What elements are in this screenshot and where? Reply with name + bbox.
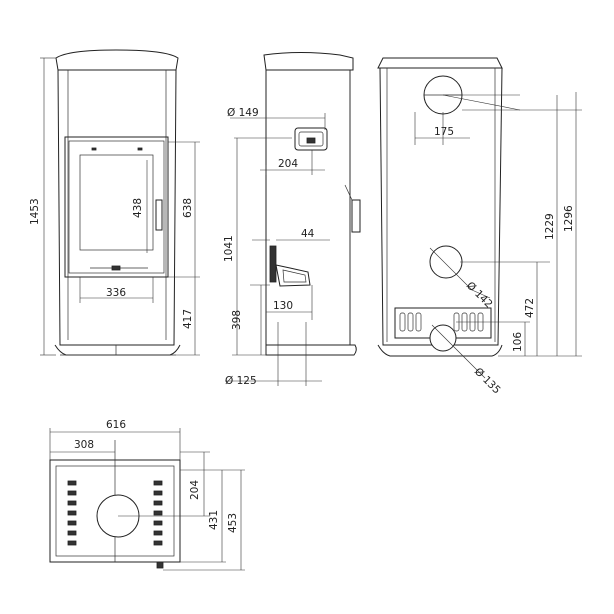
plan-slots-left	[67, 480, 77, 546]
plan-depth-a-label: 204	[189, 480, 201, 500]
side-top-width-label: 204	[278, 158, 298, 170]
rear-dimension-lines	[414, 92, 582, 379]
rear-offset-label: 175	[434, 126, 454, 138]
side-top-diameter-label: Ø 149	[227, 107, 259, 119]
plan-view	[49, 440, 181, 569]
plan-depth-c-label: 453	[227, 513, 239, 533]
side-view	[263, 52, 361, 356]
rear-height-a-label: 1229	[544, 213, 556, 240]
plan-half-width-label: 308	[74, 439, 94, 451]
rear-low-diameter-label: Ø 135	[472, 366, 503, 397]
door-height-label: 638	[182, 198, 194, 218]
plan-slots-right	[153, 480, 163, 546]
side-offset-label: 44	[301, 228, 315, 240]
glass-width-label: 336	[106, 287, 126, 299]
front-view	[54, 49, 181, 356]
side-bottom-diameter-label: Ø 125	[225, 375, 257, 387]
lower-height-label: 417	[182, 309, 194, 329]
plan-dimension-lines	[49, 428, 245, 571]
rear-mid-height-label: 472	[524, 298, 536, 318]
side-bottom-width-label: 130	[273, 300, 293, 312]
side-dimension-lines	[225, 113, 330, 386]
rear-low-height-label: 106	[512, 332, 524, 352]
rear-mid-diameter-label: Ø 142	[464, 280, 495, 311]
side-bottom-height-label: 398	[231, 310, 243, 330]
front-height-label: 1453	[29, 198, 41, 225]
side-height-label: 1041	[223, 235, 235, 262]
rear-height-b-label: 1296	[563, 205, 575, 232]
glass-height-label: 438	[132, 198, 144, 218]
plan-width-label: 616	[106, 419, 126, 431]
front-dimension-lines	[40, 57, 200, 356]
plan-depth-b-label: 431	[208, 510, 220, 530]
